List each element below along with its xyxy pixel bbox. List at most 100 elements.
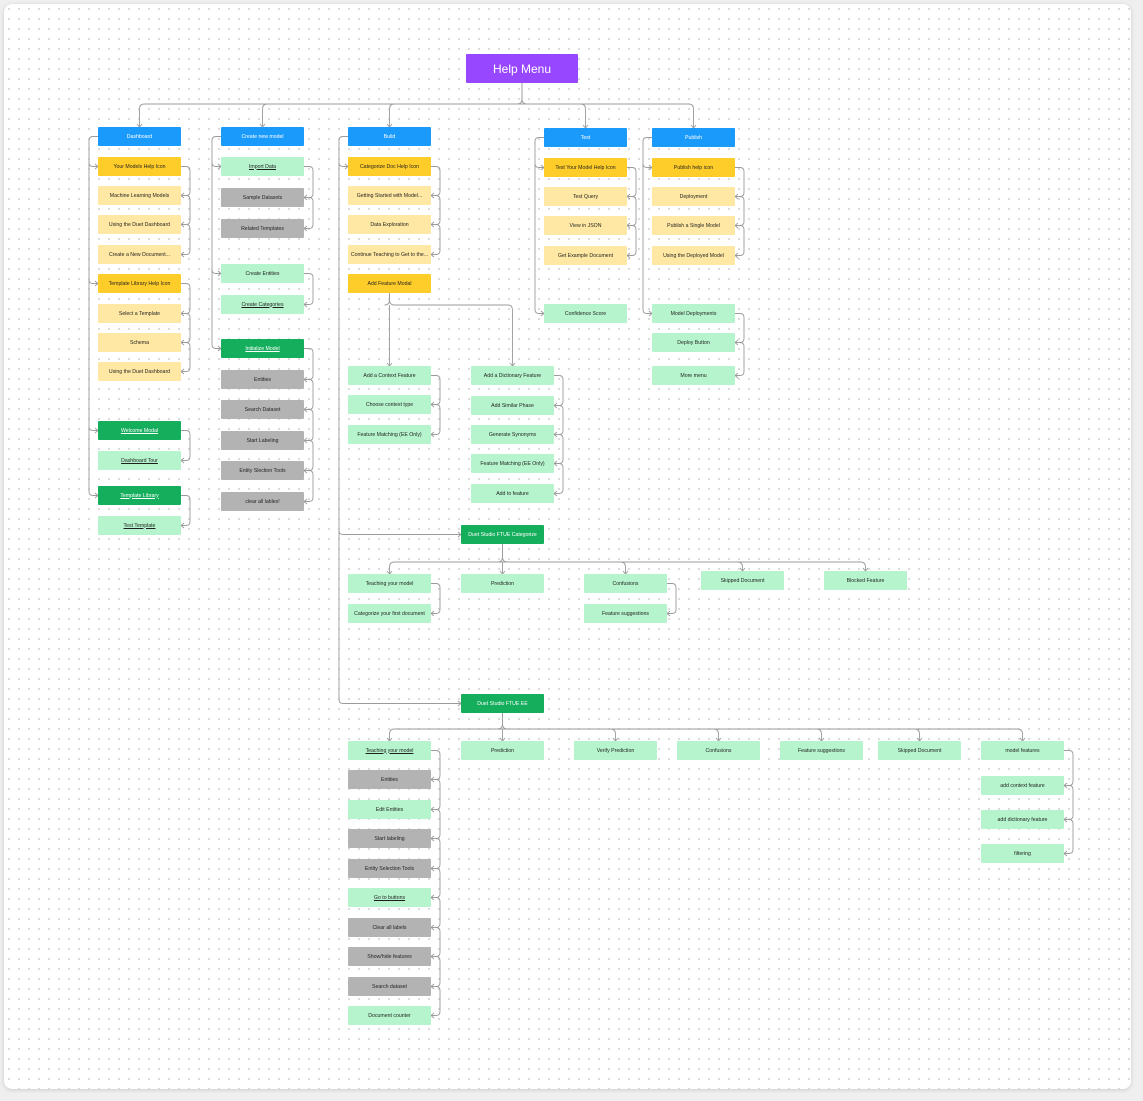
node-create-entities[interactable]: Create Entities bbox=[221, 264, 304, 283]
node-label: Confusions bbox=[705, 747, 732, 754]
node-label: Add a Context Feature bbox=[363, 372, 416, 379]
node-dashboard[interactable]: Dashboard bbox=[98, 127, 181, 146]
node-blocked-feature[interactable]: Blocked Feature bbox=[824, 571, 907, 590]
node-using-the-duet-dashboard[interactable]: Using the Duet Dashboard bbox=[98, 362, 181, 381]
node-create-categories[interactable]: Create Categories bbox=[221, 295, 304, 314]
node-model-deployments[interactable]: Model Deployments bbox=[652, 304, 735, 323]
node-feature-suggestions[interactable]: Feature suggestions bbox=[780, 741, 863, 760]
node-add-a-context-feature[interactable]: Add a Context Feature bbox=[348, 366, 431, 385]
node-your-models-help-icon[interactable]: Your Models Help Icon bbox=[98, 157, 181, 176]
node-categorize-your-first-document[interactable]: Categorize your first document bbox=[348, 604, 431, 623]
node-label: Related Templates bbox=[241, 225, 284, 232]
node-skipped-document[interactable]: Skipped Document bbox=[878, 741, 961, 760]
node-create-a-new-document[interactable]: Create a New Document... bbox=[98, 245, 181, 264]
node-create-new-model[interactable]: Create new model bbox=[221, 127, 304, 146]
node-test-your-model-help-icon[interactable]: Test Your Model Help Icon bbox=[544, 158, 627, 177]
node-data-exploration[interactable]: Data Exploration bbox=[348, 215, 431, 234]
node-teaching-your-model[interactable]: Teaching your model bbox=[348, 574, 431, 593]
node-prediction[interactable]: Prediction bbox=[461, 574, 544, 593]
node-label: Skipped Document bbox=[720, 577, 765, 584]
node-template-library-help-icon[interactable]: Template Library Help Icon bbox=[98, 274, 181, 293]
node-confusions[interactable]: Confusions bbox=[584, 574, 667, 593]
node-label: Feature suggestions bbox=[601, 610, 649, 617]
node-label: Add a Dictionary Feature bbox=[483, 372, 542, 379]
node-search-dataset[interactable]: Search Dataset bbox=[221, 400, 304, 419]
node-confusions[interactable]: Confusions bbox=[677, 741, 760, 760]
node-welcome-modal[interactable]: Welcome Modal bbox=[98, 421, 181, 440]
node-label: Model Deployments bbox=[670, 310, 717, 317]
node-publish-help-icon[interactable]: Publish help icon bbox=[652, 158, 735, 177]
node-teaching-your-model[interactable]: Teaching your model bbox=[348, 741, 431, 760]
node-entity-slection-tools[interactable]: Entity Slection Tools bbox=[221, 461, 304, 480]
node-template-library[interactable]: Template Library bbox=[98, 486, 181, 505]
node-filtering[interactable]: filtering bbox=[981, 844, 1064, 863]
node-start-labeling[interactable]: Start Labeling bbox=[221, 431, 304, 450]
node-using-the-duet-dashboard[interactable]: Using the Duet Dashboard bbox=[98, 215, 181, 234]
node-document-counter[interactable]: Document counter bbox=[348, 1006, 431, 1025]
help-menu-root[interactable]: Help Menu bbox=[466, 54, 578, 83]
node-add-a-dictionary-feature[interactable]: Add a Dictionary Feature bbox=[471, 366, 554, 385]
node-edit-entities[interactable]: Edit Entities bbox=[348, 800, 431, 819]
node-add-dictionary-feature[interactable]: add dictionary feature bbox=[981, 810, 1064, 829]
node-duet-studio-ftue-ee[interactable]: Duet Studio FTUE EE bbox=[461, 694, 544, 713]
node-entities[interactable]: Entities bbox=[348, 770, 431, 789]
node-build[interactable]: Build bbox=[348, 127, 431, 146]
node-start-labeling[interactable]: Start labeling bbox=[348, 829, 431, 848]
node-add-to-feature[interactable]: Add to feature bbox=[471, 484, 554, 503]
node-label: Document counter bbox=[368, 1012, 411, 1019]
node-entities[interactable]: Entities bbox=[221, 370, 304, 389]
node-sample-datasets[interactable]: Sample Datasets bbox=[221, 188, 304, 207]
node-label: Entities bbox=[253, 376, 271, 383]
node-publish[interactable]: Publish bbox=[652, 128, 735, 147]
node-add-feature-modal[interactable]: Add Feature Modal bbox=[348, 274, 431, 293]
node-publish-a-single-model[interactable]: Publish a Single Model bbox=[652, 216, 735, 235]
node-test-query[interactable]: Test Query bbox=[544, 187, 627, 206]
node-skipped-document[interactable]: Skipped Document bbox=[701, 571, 784, 590]
node-related-templates[interactable]: Related Templates bbox=[221, 219, 304, 238]
node-machine-learning-models[interactable]: Machine Learning Models bbox=[98, 186, 181, 205]
node-categorize-doc-help-icon[interactable]: Categorize Doc Help Icon bbox=[348, 157, 431, 176]
node-add-similar-phase[interactable]: Add Similar Phase bbox=[471, 396, 554, 415]
node-initialize-model[interactable]: Initialize Model bbox=[221, 339, 304, 358]
node-label: Build bbox=[383, 133, 396, 140]
node-label: Teaching your model bbox=[365, 580, 414, 587]
node-import-data[interactable]: Import Data bbox=[221, 157, 304, 176]
node-search-dataset[interactable]: Search dataset bbox=[348, 977, 431, 996]
node-test-template[interactable]: Test Template bbox=[98, 516, 181, 535]
node-label: Duet Studio FTUE Categorize bbox=[468, 531, 537, 538]
node-entity-selection-tools[interactable]: Entity Selection Tools bbox=[348, 859, 431, 878]
node-feature-suggestions[interactable]: Feature suggestions bbox=[584, 604, 667, 623]
node-generate-synonyms[interactable]: Generate Synonyms bbox=[471, 425, 554, 444]
node-feature-matching-ee-only[interactable]: Feature Matching (EE Only) bbox=[348, 425, 431, 444]
node-dashboard-tour[interactable]: Dashboard Tour bbox=[98, 451, 181, 470]
node-feature-matching-ee-only[interactable]: Feature Matching (EE Only) bbox=[471, 454, 554, 473]
node-label: add dictionary feature bbox=[997, 816, 1048, 823]
node-schema[interactable]: Schema bbox=[98, 333, 181, 352]
node-select-a-template[interactable]: Select a Template bbox=[98, 304, 181, 323]
node-more-menu[interactable]: More menu bbox=[652, 366, 735, 385]
node-confidence-score[interactable]: Confidence Score bbox=[544, 304, 627, 323]
node-test[interactable]: Test bbox=[544, 128, 627, 147]
node-show-hide-features[interactable]: Show/hide features bbox=[348, 947, 431, 966]
node-label: Create new model bbox=[241, 133, 284, 140]
node-label: Teaching your model bbox=[365, 747, 414, 754]
node-model-features[interactable]: model features bbox=[981, 741, 1064, 760]
node-view-in-json[interactable]: View in JSON bbox=[544, 216, 627, 235]
node-deployment[interactable]: Deployment bbox=[652, 187, 735, 206]
node-clear-all-labels[interactable]: Clear all labels bbox=[348, 918, 431, 937]
node-continue-teaching-to-get-to-the[interactable]: Continue Teaching to Get to the... bbox=[348, 245, 431, 264]
node-clear-all-lables[interactable]: clear all lables! bbox=[221, 492, 304, 511]
node-add-context-feature[interactable]: add context feature bbox=[981, 776, 1064, 795]
node-deploy-button[interactable]: Deploy Button bbox=[652, 333, 735, 352]
node-get-example-document[interactable]: Get Example Document bbox=[544, 246, 627, 265]
node-go-to-buttons[interactable]: Go to buttons bbox=[348, 888, 431, 907]
node-verify-prediction[interactable]: Verify Prediction bbox=[574, 741, 657, 760]
node-choose-context-type[interactable]: Choose context type bbox=[348, 395, 431, 414]
node-label: Prediction bbox=[490, 580, 515, 587]
node-using-the-deployed-model[interactable]: Using the Deployed Model bbox=[652, 246, 735, 265]
node-duet-studio-ftue-categorize[interactable]: Duet Studio FTUE Categorize bbox=[461, 525, 544, 544]
node-label: Using the Deployed Model bbox=[663, 252, 724, 259]
node-getting-started-with-model[interactable]: Getting Started with Model... bbox=[348, 186, 431, 205]
node-prediction[interactable]: Prediction bbox=[461, 741, 544, 760]
node-label: Sample Datasets bbox=[242, 194, 283, 201]
